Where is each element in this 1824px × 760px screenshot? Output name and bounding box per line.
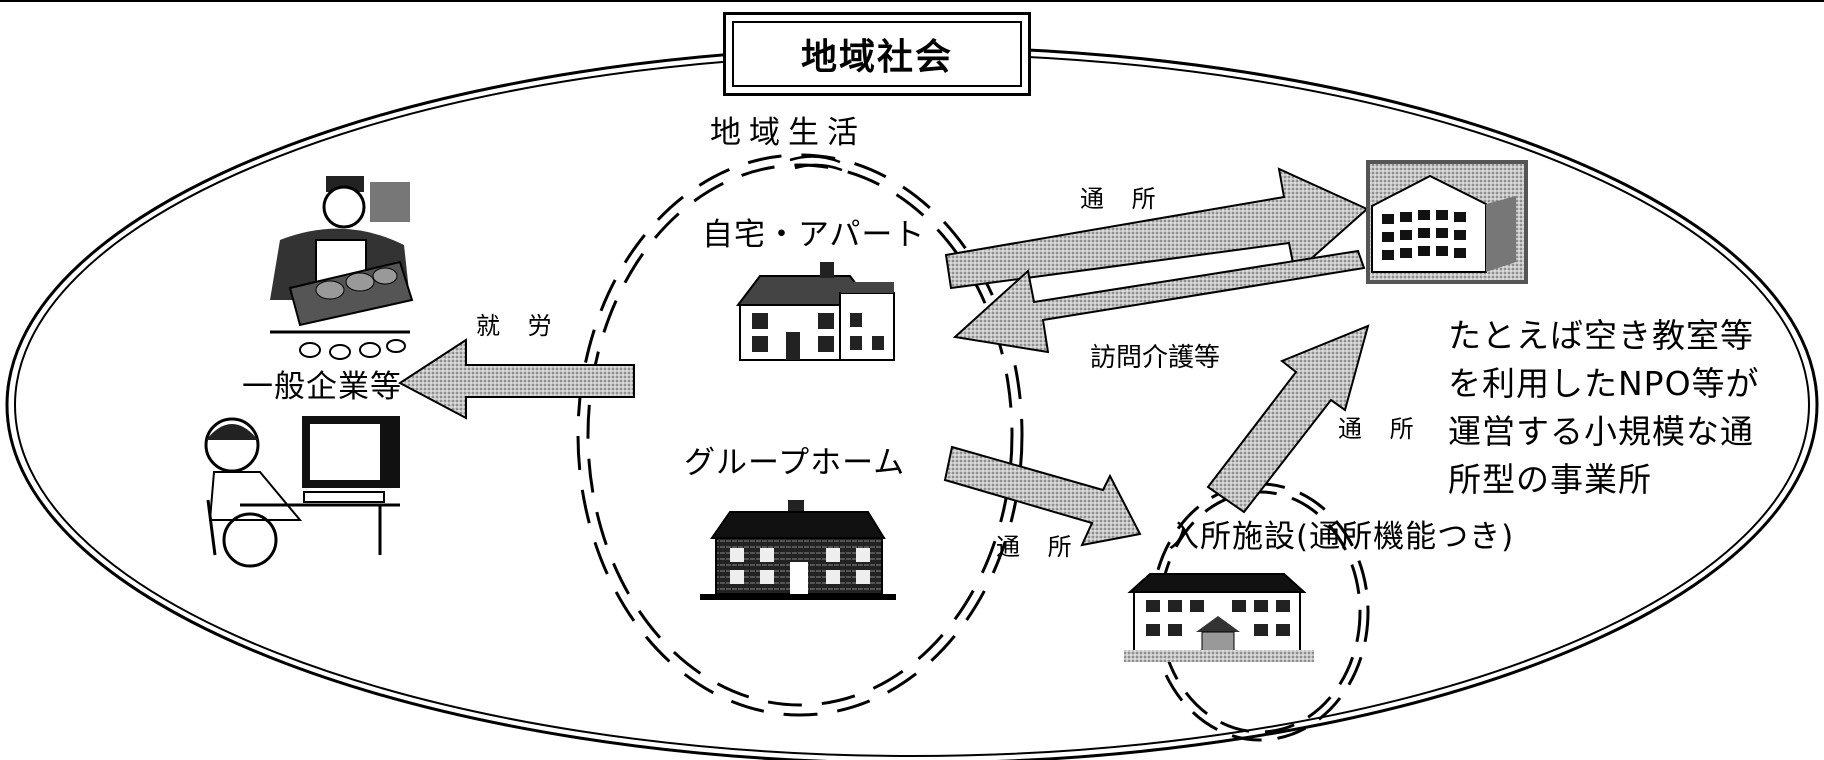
region-label: 地域生活	[710, 115, 866, 151]
arrow-commute-facility	[1206, 324, 1370, 514]
arrow-commute-bottom-label: 通 所	[996, 533, 1082, 561]
arrow-home-visit	[952, 249, 1366, 354]
arrow-commute-top-label: 通 所	[1080, 185, 1166, 213]
arrow-home-visit-label: 訪問介護等	[1090, 343, 1221, 373]
arrow-commute-facility-label: 通 所	[1338, 415, 1424, 443]
wave-mark	[789, 155, 841, 164]
title-box: 地域社会	[723, 12, 1031, 96]
office-building-icon	[1366, 160, 1528, 284]
note-line: 所型の事業所	[1448, 460, 1652, 499]
arrow-commute-top	[944, 167, 1369, 290]
large-house-icon	[700, 500, 896, 600]
node-group-home-label: グループホーム	[684, 445, 906, 481]
wave-mark	[794, 163, 843, 172]
wheelchair-computer-icon	[204, 416, 400, 568]
facility-building-icon	[1124, 573, 1314, 662]
note-line: たとえば空き教室等	[1448, 316, 1754, 355]
node-home-label: 自宅・アパート	[702, 217, 926, 253]
house-icon	[735, 262, 895, 361]
community-life-circle	[576, 153, 1024, 717]
node-company-label: 一般企業等	[242, 369, 402, 405]
node-facility-label: 入所施設(通所機能つき)	[1168, 519, 1515, 555]
arrow-employment-label: 就 労	[476, 312, 562, 340]
note-line: を利用したNPO等が	[1448, 364, 1760, 403]
note-line: 運営する小規模な通	[1448, 412, 1754, 451]
note-text: たとえば空き教室等 を利用したNPO等が 運営する小規模な通 所型の事業所	[1448, 312, 1760, 504]
baker-icon	[262, 176, 414, 360]
arrow-commute-bottom	[943, 445, 1142, 547]
page-title: 地域社会	[732, 21, 1022, 87]
arrow-employment	[398, 338, 635, 420]
